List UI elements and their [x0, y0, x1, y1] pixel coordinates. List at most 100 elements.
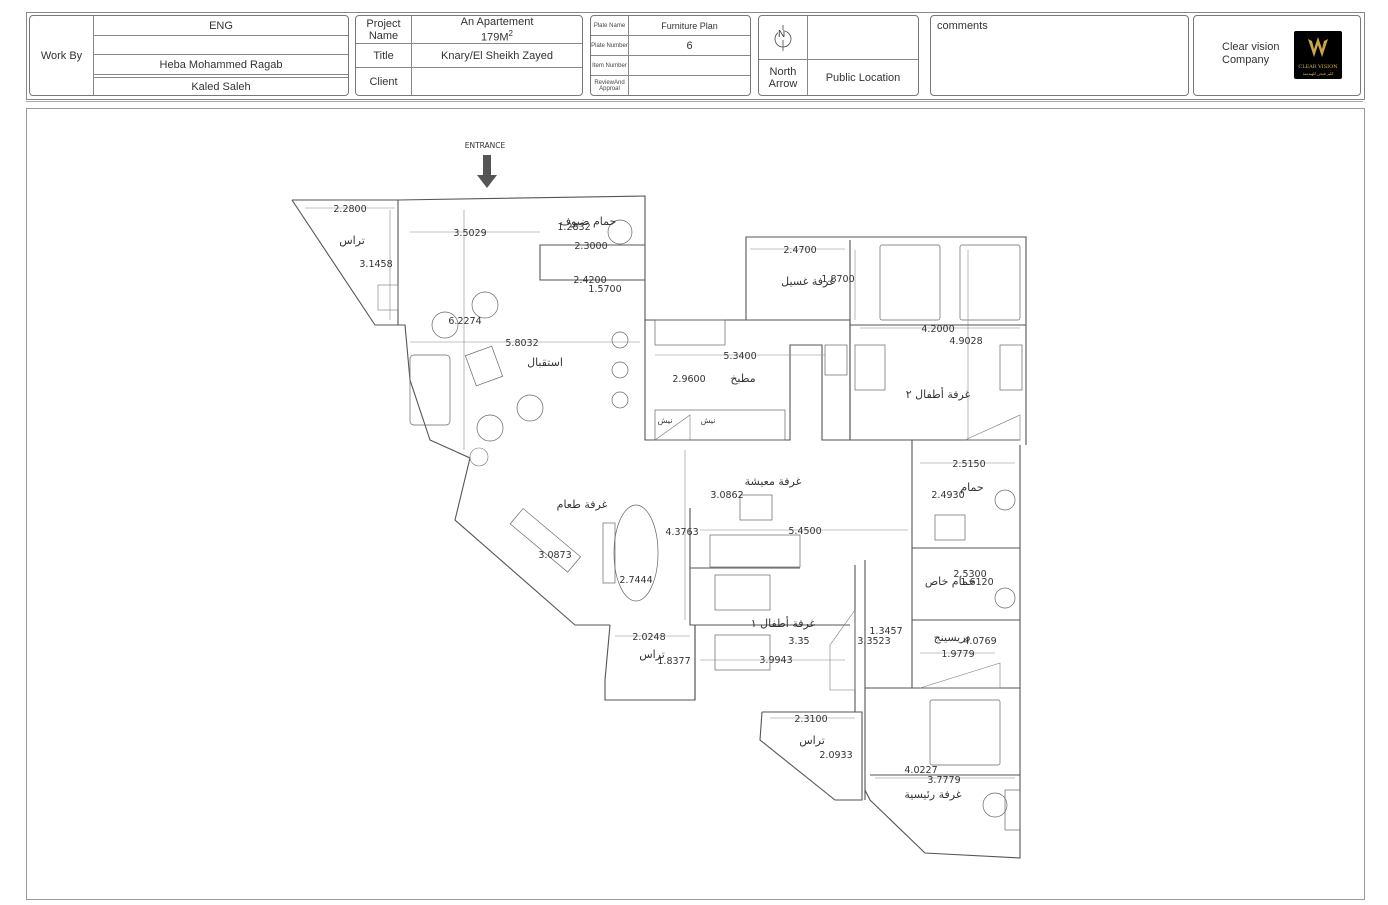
entrance-arrow-icon [477, 155, 497, 188]
dim-14: 4.9028 [949, 336, 982, 347]
client-label: Client [356, 68, 412, 95]
dim-19: 4.3763 [665, 527, 698, 538]
eng-name-1: Heba Mohammed Ragab [94, 55, 348, 75]
dim-26: 1.8377 [657, 656, 690, 667]
north-symbol-cell: N [759, 16, 808, 60]
dim-9: 1.8700 [821, 274, 854, 285]
plate-number-value: 6 [629, 36, 750, 56]
comments-label: comments [937, 20, 988, 32]
eng-label: ENG [94, 16, 348, 36]
room-terrace-2: تراس [639, 648, 665, 661]
company-panel: Clear vision Company CLEAR VISION كلير ف… [1193, 15, 1361, 96]
plate-panel: Plate Name Furniture Plan Plate Number 6… [590, 15, 751, 96]
dim-4: 2.3000 [574, 241, 607, 252]
dim-33: 2.3100 [794, 714, 827, 725]
entrance-label: ENTRANCE [465, 141, 506, 150]
work-by-label: Work By [30, 16, 94, 95]
dim-16: 2.5150 [952, 459, 985, 470]
dim-25: 2.0248 [632, 632, 665, 643]
room-master: غرفة رئيسية [904, 788, 961, 801]
room-corridor: دريسينج [934, 631, 971, 644]
room-kitchen: مطبخ [730, 372, 755, 385]
furniture [409, 219, 1023, 831]
dim-36: 3.7779 [927, 775, 960, 786]
room-terrace-3: تراس [799, 734, 825, 747]
dim-13: 4.2000 [921, 324, 954, 335]
company-logo: CLEAR VISION كلير فيجن للهندسة [1294, 31, 1342, 79]
plate-name-label: Plate Name [591, 16, 629, 36]
room-private-bath: حمام خاص [925, 575, 975, 588]
separator-line [26, 101, 1363, 102]
work-by-panel: Work By ENG Heba Mohammed Ragab Kaled Sa… [29, 15, 349, 96]
dim-11: 5.8032 [505, 338, 538, 349]
north-arrow-label: North Arrow [759, 60, 808, 95]
room-nish-2: نيش [701, 416, 716, 425]
project-area-value: 179M [481, 31, 509, 44]
room-kids-1: غرفة أطفال ١ [751, 616, 816, 630]
title-label: Title [356, 44, 412, 68]
project-name-text: An Apartement [460, 15, 534, 28]
room-laundry: غرفة غسيل [781, 275, 835, 288]
project-panel: Project Name An Apartement 179M2 Title K… [355, 15, 583, 96]
dim-28: 3.9943 [759, 655, 792, 666]
dim-32: 1.9779 [941, 649, 974, 660]
north-panel: N North Arrow Public Location [758, 15, 919, 96]
dim-10: 6.2274 [448, 316, 481, 327]
dim-21: 3.0873 [538, 550, 571, 561]
north-blank [808, 16, 918, 60]
title-block-frame [26, 12, 1365, 100]
logo-crown-icon [1308, 37, 1328, 57]
dim-7: 1.5700 [588, 284, 621, 295]
review-label: ReviewAnd Approal [591, 76, 629, 95]
room-guest-bath: حمام ضيوف [560, 215, 617, 228]
logo-subtext: كلير فيجن للهندسة [1302, 71, 1334, 76]
drawing-frame [26, 108, 1365, 900]
item-number-label: Item Number [591, 56, 629, 76]
dim-15: 2.9600 [672, 374, 705, 385]
project-name-label: Project Name [356, 16, 412, 44]
comments-panel: comments [930, 15, 1189, 96]
room-terrace-1: تراس [339, 234, 365, 247]
eng-name-2: Kaled Saleh [94, 77, 348, 95]
dim-24: 1.6120 [960, 577, 993, 588]
dim-1: 2.2800 [333, 204, 366, 215]
room-dining: غرفة طعام [557, 498, 608, 511]
room-reception: استقبال [527, 356, 563, 369]
dim-8: 2.4700 [783, 245, 816, 256]
dim-31: 4.0769 [963, 636, 996, 647]
room-kids-2: غرفة أطفال ٢ [906, 387, 971, 401]
room-living: غرفة معيشة [745, 475, 802, 488]
plate-number-label: Plate Number [591, 36, 629, 56]
item-number-value [629, 56, 750, 76]
hatch-areas [377, 284, 1021, 691]
plate-name-value: Furniture Plan [629, 16, 750, 36]
dim-17: 2.4930 [931, 490, 964, 501]
dimension-labels: 2.2800 3.5029 1.2832 2.3000 3.1458 2.420… [333, 204, 996, 786]
title-value: Knary/El Sheikh Zayed [412, 44, 582, 68]
room-nish-1: نيش [658, 416, 673, 425]
dim-3: 1.2832 [557, 222, 590, 233]
project-name-value: An Apartement 179M2 [412, 16, 582, 44]
north-symbol: N [778, 29, 786, 40]
walls [291, 195, 1027, 859]
dim-5: 3.1458 [359, 259, 392, 270]
dim-23: 2.5300 [953, 569, 986, 580]
dimension-lines [305, 207, 1020, 779]
dim-22: 2.7444 [619, 575, 652, 586]
dim-12: 5.3400 [723, 351, 756, 362]
logo-text: CLEAR VISION [1298, 64, 1338, 70]
project-area: 179M2 [481, 28, 513, 44]
dim-18: 3.0862 [710, 490, 743, 501]
eng-blank-row [94, 36, 348, 55]
room-labels: تراس حمام ضيوف غرفة غسيل استقبال مطبخ غر… [339, 215, 983, 801]
project-area-sup: 2 [508, 28, 513, 38]
room-bathroom: حمام [960, 481, 983, 494]
dim-6: 2.4200 [573, 275, 606, 286]
dim-35: 4.0227 [904, 765, 937, 776]
dim-29: 1.3457 [869, 626, 902, 637]
location-value: Public Location [825, 71, 901, 84]
dim-34: 2.0933 [819, 750, 852, 761]
dim-20: 5.4500 [788, 526, 821, 537]
dim-30: 3.3523 [857, 636, 890, 647]
